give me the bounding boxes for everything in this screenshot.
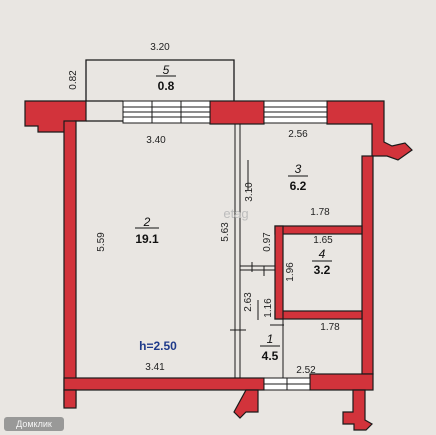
wall-bottom-stub <box>63 389 77 409</box>
wall-room4-top <box>274 225 363 235</box>
dim-corridor-097: 0.97 <box>262 232 273 252</box>
room-1-area: 4.5 <box>262 349 279 363</box>
room-4-area: 3.2 <box>314 263 331 277</box>
dim-corridor-116: 1.16 <box>263 298 274 318</box>
dim-room3-height: 3.10 <box>244 182 255 202</box>
top-wall-lines <box>86 100 123 122</box>
balcony-outline <box>85 59 235 101</box>
wall-room4-left <box>274 225 284 320</box>
dimension-ticks <box>230 160 284 331</box>
dim-room4-bottom-outer: 1.78 <box>320 322 340 333</box>
room-5-area: 0.8 <box>158 79 175 93</box>
wall-top-right <box>326 100 413 161</box>
room-3-area: 6.2 <box>290 179 307 193</box>
room-2-number: 2 <box>143 215 151 229</box>
window-right <box>263 100 328 124</box>
bottom-door <box>263 377 311 391</box>
dim-room4-height: 1.96 <box>285 262 296 282</box>
interior-partitions <box>234 124 284 378</box>
dim-room4-top-outer: 1.78 <box>310 207 330 218</box>
wall-bottom-left <box>63 377 265 391</box>
wall-right <box>361 155 374 375</box>
credit-badge <box>4 417 64 431</box>
room-4-number: 4 <box>319 247 326 261</box>
room-5-number: 5 <box>163 63 170 77</box>
dim-balcony-width: 3.20 <box>150 42 170 53</box>
room-3-number: 3 <box>295 162 302 176</box>
wall-top-middle <box>209 100 265 125</box>
wall-bottom-right <box>309 373 374 391</box>
wall-left <box>63 120 77 407</box>
room-1-number: 1 <box>267 332 274 346</box>
watermark: etag <box>223 206 248 221</box>
wall-bottom-left-leg <box>233 389 259 419</box>
dim-balcony-depth: 0.82 <box>68 70 79 90</box>
wall-bottom-right-leg <box>342 389 373 431</box>
dim-room1-height: 2.63 <box>243 292 254 312</box>
dim-room2-left: 5.59 <box>96 232 107 252</box>
dim-room1-bottom: 2.52 <box>296 365 316 376</box>
wall-room4-bottom <box>274 310 363 320</box>
room-2-area: 19.1 <box>135 232 159 246</box>
ceiling-height-label: h=2.50 <box>139 339 177 353</box>
dim-room4-width: 1.65 <box>313 235 333 246</box>
dim-room2-right: 5.63 <box>220 222 231 242</box>
dim-room3-top: 2.56 <box>288 129 308 140</box>
walls <box>24 100 413 431</box>
dim-room2-bottom: 3.41 <box>145 362 165 373</box>
dim-room2-top: 3.40 <box>146 135 166 146</box>
credit-text: Домклик <box>16 419 52 429</box>
window-left <box>122 100 211 124</box>
